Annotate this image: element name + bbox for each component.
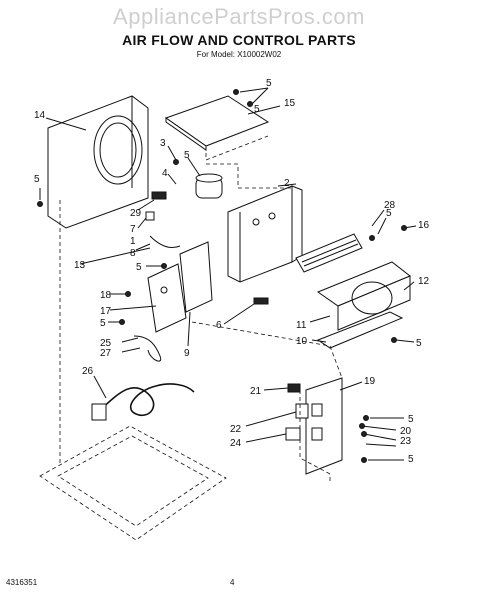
watermark: AppliancePartsPros.com [113,4,365,29]
callout-5: 5 [254,104,260,115]
callout-5: 5 [136,262,142,273]
document-number: 4316351 [6,578,38,587]
callout-15: 15 [284,98,296,109]
callout-5: 5 [386,208,392,219]
callout-27: 27 [100,348,112,359]
callout-21: 21 [250,386,262,397]
blower-housing [316,261,411,349]
control-bracket [227,185,303,283]
heater-part [253,297,269,305]
callout-9: 9 [184,348,190,359]
callout-26: 26 [82,366,94,377]
clip-part [145,211,155,221]
callout-4: 4 [162,168,168,179]
wire-lead [149,235,181,249]
power-cord [91,383,195,421]
relay-bracket [179,241,213,313]
callout-18: 18 [100,290,112,301]
thermostat-part [151,191,167,200]
top-plate [164,95,270,161]
callout-5: 5 [266,78,272,89]
callout-6: 6 [216,320,222,331]
fan-shroud [47,95,149,229]
callout-1: 1 [130,236,136,247]
callout-3: 3 [160,138,166,149]
callout-5: 5 [408,414,414,425]
callout-13: 13 [74,260,86,271]
callout-19: 19 [364,376,376,387]
switch-24 [285,427,301,441]
cabinet-base [39,163,343,541]
callout-5: 5 [100,318,106,329]
callout-25: 25 [100,338,112,349]
callout-17: 17 [100,306,112,317]
callout-5: 5 [416,338,422,349]
leader-lines [39,87,417,461]
callout-14: 14 [34,110,46,121]
capacitor [195,173,223,199]
callout-28: 28 [384,200,396,211]
switch-22 [295,403,309,419]
callout-5: 5 [408,454,414,465]
louver-grille [295,233,363,273]
callout-8: 8 [130,248,136,259]
callout-20: 20 [400,426,412,437]
callout-12: 12 [418,276,430,287]
page-number: 4 [230,578,235,587]
callout-7: 7 [130,224,136,235]
callout-5: 5 [184,150,190,161]
wire-harness [133,335,162,362]
callout-2: 2 [284,178,290,189]
switch-21 [287,383,301,393]
callout-23: 23 [400,436,412,447]
model-subtitle: For Model: X10002W02 [196,50,282,59]
callout-16: 16 [418,220,430,231]
callout-5: 5 [34,174,40,185]
control-panel [147,263,187,333]
callout-29: 29 [130,208,142,219]
callout-24: 24 [230,438,242,449]
screws [37,89,407,463]
callout-10: 10 [296,336,308,347]
diagram-title: AIR FLOW AND CONTROL PARTS [122,32,356,48]
callout-22: 22 [230,424,242,435]
callout-11: 11 [296,320,307,331]
terminal-board [305,377,343,475]
